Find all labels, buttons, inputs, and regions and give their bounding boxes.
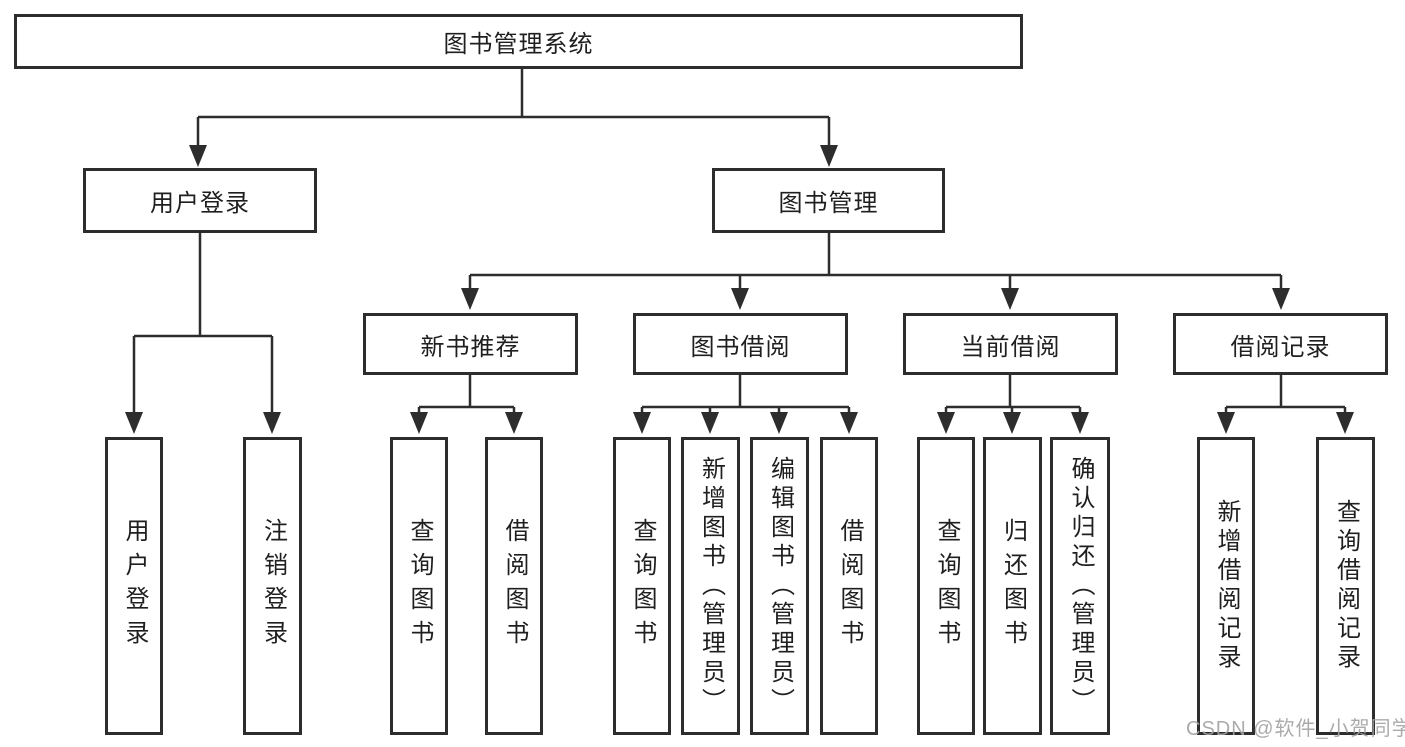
node-label: 借阅图书 [836,518,863,654]
node-label: 图书管理系统 [443,31,594,58]
node-add-borrow-record: 新增借阅记录 [1197,437,1255,735]
node-add-book-admin: 新增图书（管理员） [681,437,740,735]
node-borrow-books-recommend: 借阅图书 [485,437,543,735]
node-label: 新书推荐 [420,333,521,361]
node-label: 查询图书 [933,518,960,654]
arrowhead-icon [840,412,858,434]
arrowhead-icon [1071,412,1089,434]
node-borrow-records: 借阅记录 [1173,313,1388,375]
arrowhead-icon [770,412,788,434]
node-book-management: 图书管理 [712,168,945,233]
node-label: 编辑图书（管理员） [766,455,794,717]
node-confirm-return-admin: 确认归还（管理员） [1050,437,1110,735]
connector-records-to-leaves [1217,375,1354,434]
node-return-book: 归还图书 [983,437,1042,735]
node-library-management-system: 图书管理系统 [14,14,1023,69]
node-label: 注销登录 [259,518,287,654]
node-label: 查询图书 [406,518,433,654]
arrowhead-icon [1217,412,1235,434]
arrowhead-icon [1336,412,1354,434]
arrowhead-icon [1001,288,1019,310]
node-label: 借阅记录 [1230,333,1331,361]
csdn-watermark: CSDN @软件_小贺同学 [1186,718,1405,740]
node-login: 用户登录 [105,437,163,735]
arrowhead-icon [1272,288,1290,310]
arrowhead-icon [461,288,479,310]
connector-root-to-level2 [189,69,838,167]
node-query-borrow-record: 查询借阅记录 [1316,437,1375,735]
node-label: 查询借阅记录 [1332,499,1360,673]
node-label: 借阅图书 [501,518,528,654]
node-edit-book-admin: 编辑图书（管理员） [750,437,809,735]
connector-borrow-to-leaves [633,375,858,434]
arrowhead-icon [410,412,428,434]
node-label: 图书借阅 [690,333,791,361]
connector-userlogin-to-leaves [125,233,281,434]
node-label: 用户登录 [121,518,148,654]
node-book-borrow: 图书借阅 [633,313,848,375]
node-label: 图书管理 [778,190,879,217]
connector-current-to-leaves [937,375,1089,434]
arrowhead-icon [820,145,838,167]
arrowhead-icon [1003,412,1021,434]
arrowhead-icon [125,412,143,434]
arrowhead-icon [263,412,281,434]
node-user-login: 用户登录 [83,168,317,233]
connector-bookmgmt-to-level3 [461,233,1290,310]
node-current-borrow: 当前借阅 [903,313,1118,375]
node-label: 当前借阅 [960,333,1061,361]
node-label: 归还图书 [999,518,1027,654]
node-label: 新增借阅记录 [1213,499,1240,673]
arrowhead-icon [701,412,719,434]
connector-recommend-to-leaves [410,375,523,434]
node-label: 用户登录 [150,190,250,217]
arrowhead-icon [505,412,523,434]
arrowhead-icon [731,288,749,310]
node-label: 新增图书（管理员） [697,455,725,717]
node-query-books-borrow: 查询图书 [613,437,671,735]
node-logout: 注销登录 [243,437,302,735]
arrowhead-icon [189,145,207,167]
node-label: 查询图书 [629,518,656,654]
node-new-book-recommend: 新书推荐 [363,313,578,375]
node-query-books-current: 查询图书 [917,437,975,735]
arrowhead-icon [937,412,955,434]
arrowhead-icon [633,412,651,434]
node-borrow-books: 借阅图书 [820,437,878,735]
node-query-books-recommend: 查询图书 [390,437,448,735]
node-label: 确认归还（管理员） [1067,455,1094,717]
